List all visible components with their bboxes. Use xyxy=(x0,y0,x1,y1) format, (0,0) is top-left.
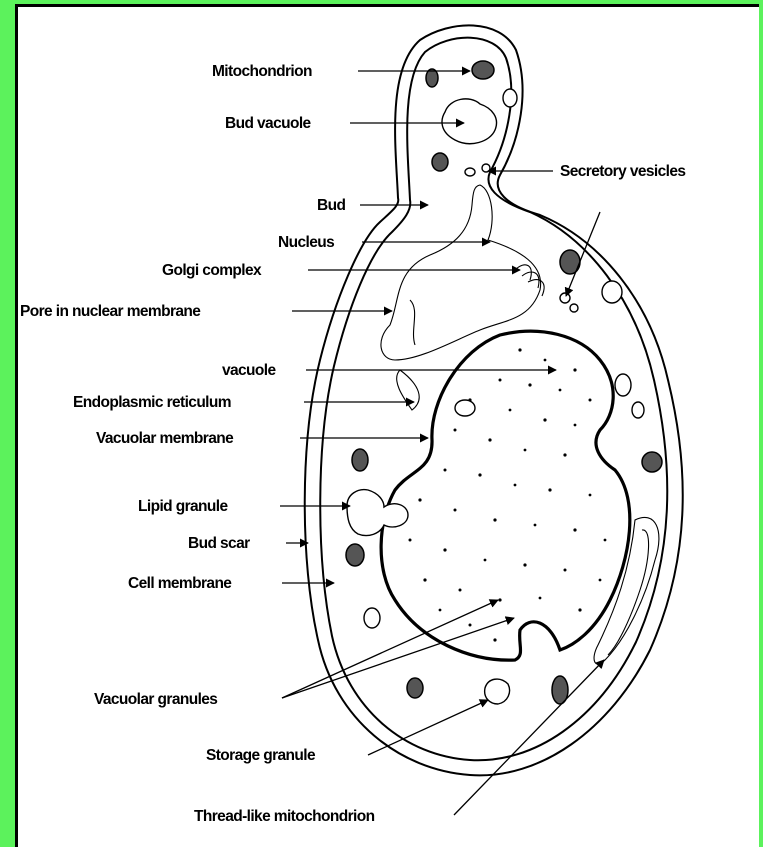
label-thread-like-mitochondrion: Thread-like mitochondrion xyxy=(194,808,375,825)
label-vacuolar-granules: Vacuolar granules xyxy=(94,691,217,708)
label-pore-in-nuclear-membrane: Pore in nuclear membrane xyxy=(20,303,201,320)
bud-organelles xyxy=(426,61,517,176)
bud-mitochondrion-3 xyxy=(426,69,438,87)
label-bud-vacuole: Bud vacuole xyxy=(225,115,312,132)
bud-mitochondrion-2 xyxy=(432,153,448,171)
endoplasmic-reticulum xyxy=(397,370,420,410)
cell-organelles xyxy=(346,250,662,704)
label-vacuolar-membrane: Vacuolar membrane xyxy=(96,430,234,447)
bud-vacuole xyxy=(442,99,497,144)
label-bud-scar: Bud scar xyxy=(188,535,250,552)
lipid-granule xyxy=(347,490,408,536)
cell-membrane xyxy=(320,38,667,761)
labels: Mitochondrion Bud vacuole Secretory vesi… xyxy=(20,63,685,825)
vacuole-outline xyxy=(381,331,630,660)
label-bud: Bud xyxy=(317,197,345,214)
bud-mitochondrion xyxy=(472,61,494,79)
storage-granule xyxy=(485,679,510,704)
nucleus xyxy=(381,185,541,360)
label-vacuole: vacuole xyxy=(222,362,277,379)
cell-wall xyxy=(305,25,683,775)
label-nucleus: Nucleus xyxy=(278,234,334,251)
label-lipid-granule: Lipid granule xyxy=(138,498,228,515)
label-golgi-complex: Golgi complex xyxy=(162,262,262,279)
label-mitochondrion: Mitochondrion xyxy=(212,63,312,80)
label-storage-granule: Storage granule xyxy=(206,747,316,764)
label-cell-membrane: Cell membrane xyxy=(128,575,232,592)
vacuole-dots xyxy=(409,348,607,641)
cell-outline xyxy=(305,25,683,775)
label-secretory-vesicles: Secretory vesicles xyxy=(560,163,685,180)
label-endoplasmic-reticulum: Endoplasmic reticulum xyxy=(73,394,231,411)
